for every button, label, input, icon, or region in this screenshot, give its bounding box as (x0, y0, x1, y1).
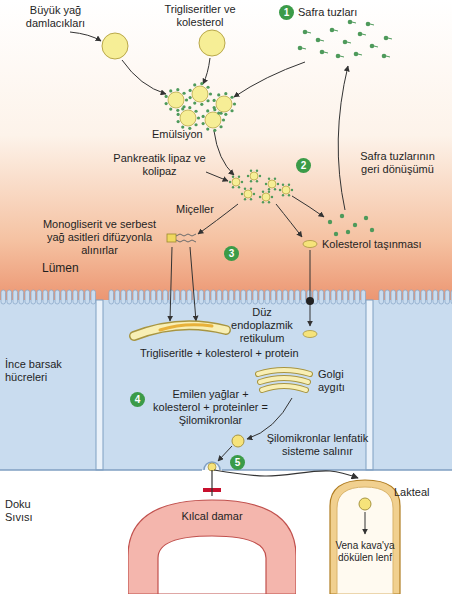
capillary-vessel: Kılcal damar (128, 496, 296, 594)
text-label: Düz endoplazmik retikulum (222, 306, 302, 345)
text-label: Trigliseritle + kolesterol + protein (140, 347, 299, 360)
text-label: Emilen yağlar + kolesterol + proteinler … (148, 388, 273, 427)
lymph-flow-arrow (365, 512, 366, 534)
text-label: Şilomikronlar lenfatik sisteme salınır (255, 432, 380, 458)
region-label: Doku Sıvısı (5, 498, 50, 524)
region-note: Vena kava'ya dökülen lenf (334, 540, 396, 564)
tissue-fluid-band: Doku Sıvısı LaktealVena kava'ya dökülen l… (0, 470, 452, 594)
callout-number: 1 (279, 5, 294, 20)
callout-number: 3 (224, 246, 239, 261)
text-label: Safra tuzları (298, 6, 357, 19)
text-label: Kolesterol taşınması (322, 238, 422, 251)
lacteal-wall (330, 480, 400, 594)
callout-number: 4 (130, 392, 145, 407)
region-label: İnce barsak hücreleri (5, 358, 75, 384)
region-label: Lakteal (394, 486, 429, 499)
text-label: Pankreatik lipaz ve kolipaz (112, 152, 207, 178)
text-label: Büyük yağ damlacıkları (8, 4, 103, 30)
text-label: Miçeller (176, 203, 214, 216)
capillary-wall (128, 500, 296, 594)
region-label: Kılcal damar (128, 510, 296, 523)
callout-number: 5 (230, 455, 245, 470)
vessel-outline (322, 478, 450, 594)
lacteal-vessel: LaktealVena kava'ya dökülen lenf (322, 478, 450, 594)
chylomicron (359, 498, 371, 510)
text-label: Monogliserit ve serbest yağ asitleri dif… (42, 218, 157, 257)
callout-number: 2 (296, 158, 311, 173)
region-label: Lümen (42, 262, 79, 275)
text-label: Trigliseritler ve kolesterol (150, 3, 250, 29)
text-label: Golgi aygıtı (318, 368, 358, 394)
text-label: Safra tuzlarının geri dönüşümü (350, 150, 445, 176)
cell-band: İnce barsak hücreleri (0, 300, 452, 470)
text-label: Emülsiyon (152, 128, 203, 141)
